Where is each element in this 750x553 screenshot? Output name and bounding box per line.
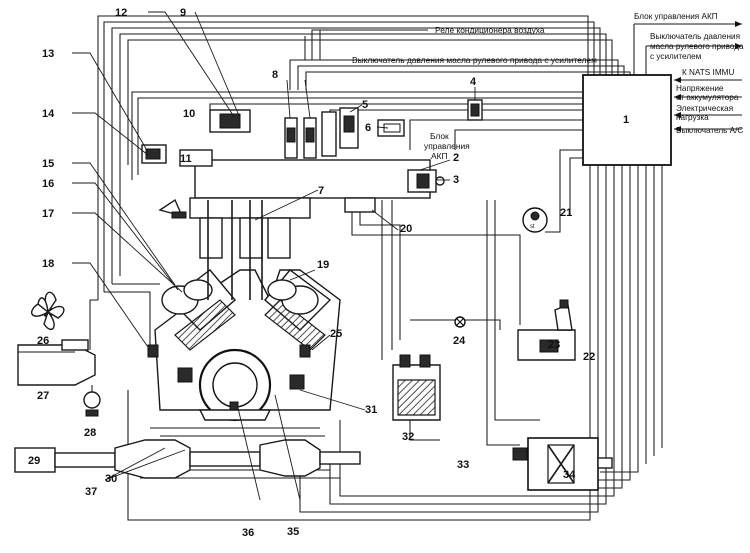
callout-15: 15: [42, 158, 54, 170]
label-load-r2: нагрузка: [676, 113, 709, 122]
label-load-r1: Электрическая: [676, 104, 733, 113]
callout-5: 5: [362, 99, 368, 111]
callout-19: 19: [317, 259, 329, 271]
intake-plenum: [189, 159, 431, 259]
callout-30: 30: [105, 473, 117, 485]
svg-text:st: st: [530, 224, 535, 230]
callout-12: 12: [115, 7, 127, 19]
callout-28: 28: [84, 427, 96, 439]
label-ps-switch-r3: с усилителем: [650, 52, 702, 61]
label-akp-mid-r1: Блок: [430, 131, 449, 141]
label-nats: К NATS IMMU: [682, 68, 734, 77]
air-intake: [17, 339, 101, 417]
text-labels: Блок управления АКП Выключатель давления…: [352, 12, 744, 161]
callout-26: 26: [37, 335, 49, 347]
left-top-sensors: [141, 109, 251, 219]
exhaust-system: [14, 439, 361, 479]
label-ps-switch-r1: Выключатель давления: [650, 32, 740, 41]
fuel-pump-assembly: [454, 299, 576, 361]
callout-10: 10: [183, 108, 195, 120]
callout-34: 34: [563, 469, 576, 481]
callout-11: 11: [180, 153, 192, 165]
callout-36: 36: [242, 527, 254, 539]
label-akp-mid-r2: управления: [424, 141, 470, 151]
callout-17: 17: [42, 208, 54, 220]
callout-leaders: [72, 11, 476, 501]
label-ac-relay: Реле кондиционера воздуха: [435, 25, 545, 35]
ecu-signal-lines: [633, 21, 742, 132]
wiring-harness: [89, 15, 663, 521]
callout-6: 6: [365, 122, 371, 134]
catalyst-box: [512, 437, 613, 491]
callout-13: 13: [42, 48, 54, 60]
callout-37: 37: [85, 486, 97, 498]
callout-22: 22: [583, 351, 595, 363]
callout-31: 31: [365, 404, 377, 416]
label-battery-r1: Напряжение: [676, 84, 724, 93]
callout-25: 25: [330, 328, 342, 340]
callout-4: 4: [470, 76, 477, 88]
callout-18: 18: [42, 258, 54, 270]
label-akp-unit-top: Блок управления АКП: [634, 12, 718, 21]
callout-20: 20: [400, 223, 412, 235]
callout-21: 21: [560, 207, 572, 219]
label-ps-switch-mid: Выключатель давления масла рулевого прив…: [352, 55, 597, 65]
callout-23: 23: [548, 339, 560, 351]
callout-14: 14: [42, 108, 55, 120]
callout-8: 8: [272, 69, 278, 81]
callout-27: 27: [37, 390, 49, 402]
label-battery-r2: от аккумулятора: [676, 93, 739, 102]
callout-32: 32: [402, 431, 414, 443]
top-valves: [284, 99, 483, 159]
fuel-canister: [392, 354, 441, 441]
callout-1: 1: [623, 114, 629, 126]
callout-2: 2: [453, 152, 459, 164]
sensor-21: st: [522, 207, 548, 233]
cooling-fan: [30, 291, 65, 330]
callout-7: 7: [318, 185, 324, 197]
callout-24: 24: [453, 335, 466, 347]
callout-33: 33: [457, 459, 469, 471]
callout-numbers: 1 2 3 4 5 6 7 8 9 10 11 12 13 14 15 16 1…: [28, 7, 629, 539]
label-ac-switch: Выключатель А/С: [676, 126, 743, 135]
callout-9: 9: [180, 7, 186, 19]
callout-3: 3: [453, 174, 459, 186]
callout-16: 16: [42, 178, 54, 190]
engine-block: [147, 200, 341, 422]
ecu-block: [582, 74, 672, 166]
label-ps-switch-r2: масла рулевого привода: [650, 42, 744, 51]
callout-35: 35: [287, 526, 299, 538]
label-akp-mid-r3: АКП: [431, 151, 447, 161]
callout-29: 29: [28, 455, 40, 467]
throttle-body: [407, 169, 445, 193]
